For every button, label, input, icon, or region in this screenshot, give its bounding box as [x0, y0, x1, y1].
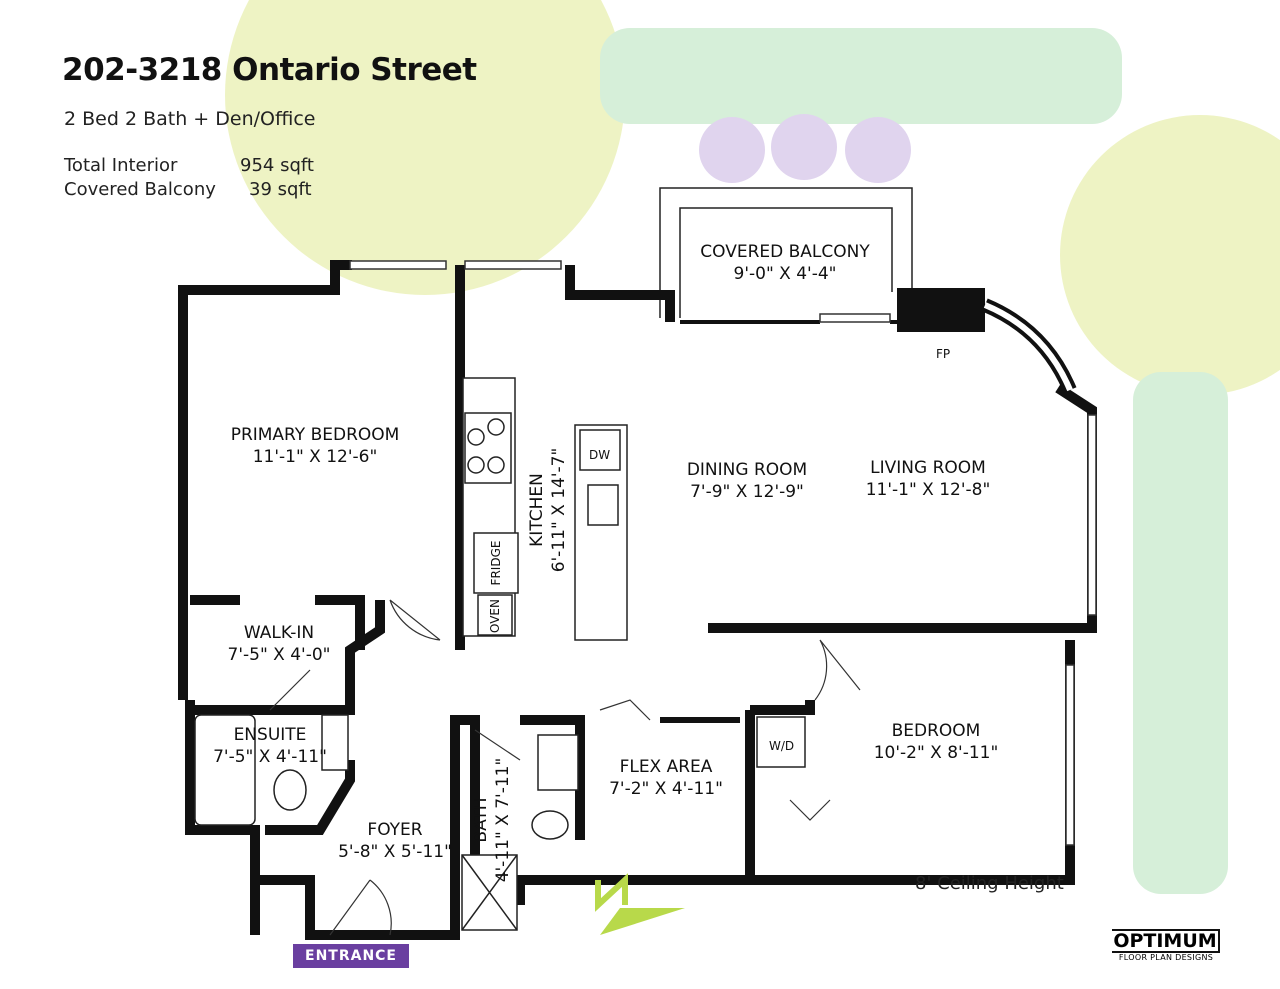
fireplace-label: FP [936, 347, 951, 361]
hedge-right [1133, 372, 1228, 894]
walls [178, 260, 1097, 940]
ceiling-height-note: 8' Ceiling Height [915, 873, 1064, 894]
hedge-top [600, 28, 1122, 124]
bath-fixtures [194, 714, 806, 931]
oven-label: OVEN [488, 598, 502, 634]
doors [269, 599, 861, 936]
entrance-label: ENTRANCE [293, 944, 409, 968]
page-title: 202-3218 Ontario Street [62, 52, 477, 88]
unit-summary: 2 Bed 2 Bath + Den/Office [64, 108, 316, 130]
stat-value: 39 sqft [249, 179, 312, 200]
shrub [699, 117, 765, 183]
tree-left [225, 0, 625, 295]
bay-window-wall [982, 298, 1077, 393]
dishwasher-label: DW [589, 448, 611, 462]
shrub [845, 117, 911, 183]
windows [349, 260, 1097, 846]
logo-tagline: FLOOR PLAN DESIGNS [1118, 953, 1214, 962]
washer-dryer-label: W/D [769, 739, 795, 753]
stat-value: 954 sqft [240, 155, 314, 176]
fridge-label: FRIDGE [489, 540, 503, 586]
stat-label: Covered Balcony [64, 179, 216, 200]
shrub [771, 114, 837, 180]
tree-right [1060, 115, 1280, 395]
north-arrow-icon [595, 873, 685, 935]
balcony-outline [659, 187, 913, 318]
optimum-logo: OPTIMUM FLOOR PLAN DESIGNS [1112, 929, 1220, 962]
fireplace [897, 288, 985, 332]
kitchen-fixtures [462, 377, 628, 641]
logo-name: OPTIMUM [1112, 929, 1220, 953]
stat-label: Total Interior [64, 155, 178, 176]
